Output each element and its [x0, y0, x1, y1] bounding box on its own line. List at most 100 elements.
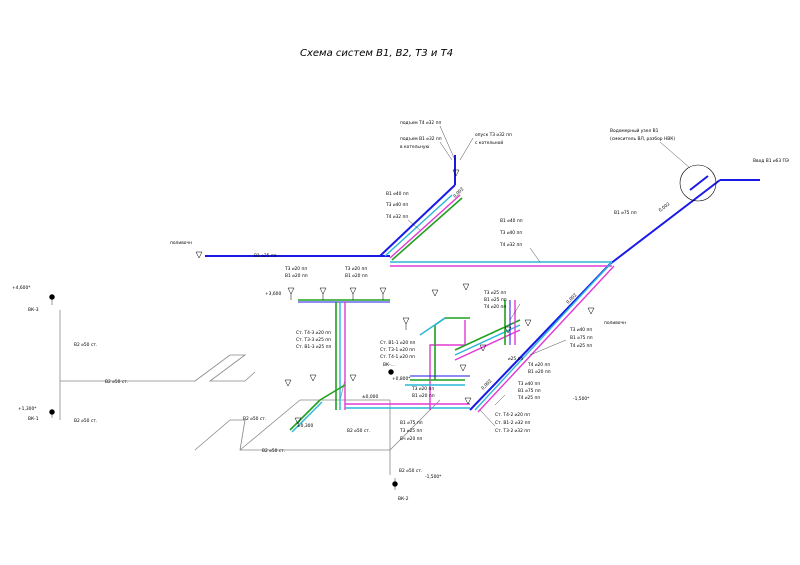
label-t3-25: Т3 ⌀25 пп: [483, 290, 506, 296]
label-st-t3-2: Ст. Т3-2 ⌀32 пп: [495, 428, 530, 434]
label-opusk-t3: опуск Т3 ⌀32 пп: [475, 132, 512, 138]
label-v1-75b: В1 ⌀75 пп: [570, 335, 593, 341]
label-sv-20: Бч ⌀20 пп: [400, 436, 422, 442]
label-vodomer2: (смеситель ВЛ, разбор НВК): [610, 135, 675, 142]
faucet-icon: [464, 397, 472, 405]
diagram-title: Схема систем В1, В2, Т3 и Т4: [300, 48, 453, 59]
label-vk3: ВК-3: [28, 307, 39, 313]
label-podjem-t4: подъем Т4 ⌀32 пп: [400, 120, 441, 126]
faucet-icon: [284, 379, 292, 387]
label-st-t3-1: Ст. Т3-1 ⌀20 пп: [380, 347, 415, 353]
label-slope1: 0,002: [658, 201, 672, 213]
faucet-icon: [309, 374, 317, 382]
label-lvl-3600: +3,600: [265, 291, 281, 297]
label-t4-32: Т4 ⌀32 пп: [385, 214, 408, 220]
label-d25: ⌀25 пп: [508, 356, 523, 362]
faucet-icon: [379, 287, 387, 300]
label-v1-75c: В1 ⌀75 пп: [518, 388, 541, 394]
faucet-icon: [349, 287, 357, 300]
label-st-v1: Ст. В1-3 ⌀25 пп: [296, 344, 331, 350]
label-v-kotelnuju: в котельную: [400, 145, 429, 150]
label-v2-50c: В2 ⌀50 ст.: [74, 418, 97, 424]
label-vodomer: Водомерный узел В1: [610, 127, 659, 134]
label-t3-20b: Т3 ⌀20 пп: [344, 266, 367, 272]
label-v2-50f: В2 ⌀50 ст.: [262, 448, 285, 454]
faucet-icon: [587, 307, 595, 315]
label-v2-50b: В2 ⌀50 ст.: [105, 379, 128, 385]
label-t3-40c: Т3 ⌀40 пп: [569, 327, 592, 333]
label-lvl-0800: +0,800*: [392, 376, 411, 382]
label-v1-25b: В1 ⌀25 пп: [484, 297, 507, 303]
label-t3-40b: Т3 ⌀40 пп: [499, 230, 522, 236]
label-v2-50a: В2 ⌀50 ст.: [74, 342, 97, 348]
label-b1-40: В1 ⌀40 пп: [386, 191, 409, 197]
label-vvod: Ввод В1 ⌀63 ПЭ: [753, 158, 789, 164]
faucet-icon: [402, 317, 410, 330]
faucet-icon: [459, 364, 467, 372]
label-lvl-1500b: -1,500*: [425, 474, 442, 480]
label-v2-50e: В2 ⌀50 ст.: [347, 428, 370, 434]
label-lvl-0000: ±0,000: [362, 394, 378, 400]
water-meter-icon: [679, 164, 717, 202]
faucet-icon: [349, 374, 357, 382]
label-t4-20: Т4 ⌀20 пп: [483, 304, 506, 310]
drain-icon: [392, 481, 398, 487]
faucet-icon: [431, 289, 439, 297]
label-st-v1-2: Ст. В1-2 ⌀32 пп: [495, 420, 530, 426]
sewer-v2-network: [51, 297, 441, 490]
labels: подъем Т4 ⌀32 пп подъем В1 ⌀32 пп в коте…: [12, 120, 789, 502]
label-v2-50d: В2 ⌀50 ст.: [243, 416, 266, 422]
label-t4-32b: Т4 ⌀32 пп: [499, 242, 522, 248]
label-podjem-v1: подъем В1 ⌀32 пп: [400, 136, 442, 142]
label-s-kotelnoj: с котельной: [475, 139, 503, 146]
hot-water-network: [289, 194, 615, 433]
faucet-icon: [504, 326, 512, 334]
label-t3-25b: Т3 ⌀25 пп: [399, 428, 422, 434]
label-st-v1-1: Ст. В1-1 ⌀20 пп: [380, 340, 415, 346]
label-slope4: 0,002: [452, 186, 465, 199]
label-v1-20d: В1 ⌀20 пп: [412, 393, 435, 399]
label-t4-25: Т4 ⌀25 пп: [569, 343, 592, 349]
label-t4-25b: Т4 ⌀25 пп: [517, 395, 540, 401]
label-poliv-right: поливочн: [604, 321, 626, 326]
faucet-icon: [479, 344, 487, 352]
faucet-icon: [287, 287, 295, 300]
label-v2-50g: В2 ⌀50 ст.: [399, 468, 422, 474]
label-t3-20c: Т3 ⌀20 пп: [411, 386, 434, 392]
label-v1-75d: В1 ⌀75 пп: [400, 420, 423, 426]
label-lvl-0300: ±0,300: [297, 423, 313, 429]
leader-lines: [407, 125, 691, 427]
faucet-icon: [195, 251, 203, 259]
label-t3-20a: Т3 ⌀20 пп: [284, 266, 307, 272]
label-st-t4-2: Ст. Т4-2 ⌀20 пп: [495, 412, 530, 418]
label-t3-40: Т3 ⌀40 пп: [385, 202, 408, 208]
label-v1-20c: В1 ⌀20 пп: [528, 369, 551, 375]
label-st-t3: Ст. Т3-3 ⌀25 пп: [296, 337, 331, 343]
label-v1-75: В1 ⌀75 пп: [614, 210, 637, 216]
label-t4-20b: Т4 ⌀20 пп: [527, 362, 550, 368]
label-st-t4: Ст. Т4-3 ⌀20 пп: [296, 330, 331, 336]
label-vk-mid: ВК-...: [383, 362, 395, 368]
drain-icon: [388, 369, 394, 375]
label-lvl-4600: +4,600*: [12, 285, 31, 291]
label-poliv-left: поливочн: [170, 241, 192, 246]
label-lvl-1300: +1,300*: [18, 406, 37, 412]
fixtures: [49, 169, 595, 487]
label-vk1: ВК-1: [28, 416, 39, 422]
label-v1-20a: В1 ⌀20 пп: [285, 273, 308, 279]
label-v1-20b: В1 ⌀20 пп: [345, 273, 368, 279]
faucet-icon: [524, 319, 532, 327]
label-slope3: 0,002: [480, 378, 493, 391]
label-v1-25: В1 ⌀25 пп: [254, 253, 277, 259]
faucet-icon: [452, 169, 460, 177]
label-t3-40d: Т3 ⌀40 пп: [517, 381, 540, 387]
label-lvl-1500: -1,500*: [573, 396, 590, 402]
faucet-icon: [319, 287, 327, 300]
faucet-icon: [462, 283, 470, 291]
drain-icon: [49, 294, 55, 300]
drain-icon: [49, 409, 55, 415]
label-b1-40b: В1 ⌀40 пп: [500, 218, 523, 224]
faucet-icon: [294, 417, 302, 425]
label-st-t4-1: Ст. Т4-1 ⌀20 пп: [380, 354, 415, 360]
